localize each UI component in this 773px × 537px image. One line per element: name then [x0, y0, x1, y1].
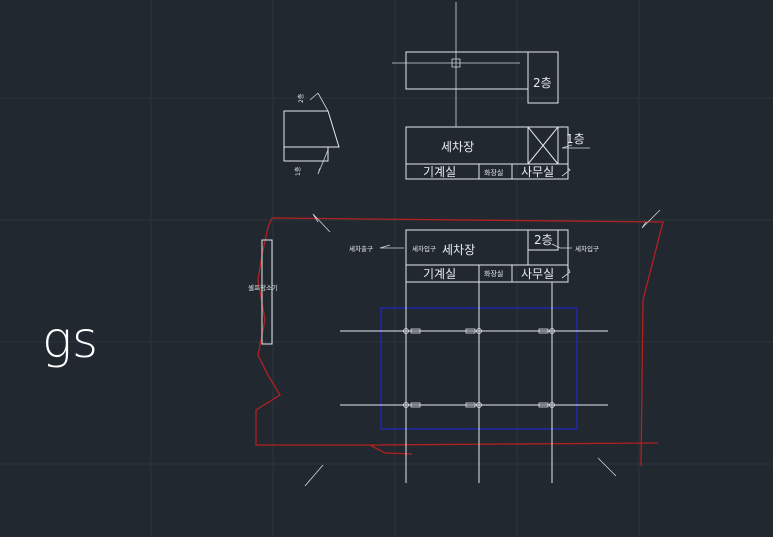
elevation-leader-bottom — [317, 149, 329, 175]
site-machine-room-label: 기계실 — [423, 267, 456, 281]
self-vacuum-label: 셀프청소기 — [248, 283, 278, 292]
floor2-slab — [405, 51, 529, 90]
carwash-label-top: 세차장 — [441, 140, 474, 154]
site-carwash-label: 세차장 — [442, 243, 475, 257]
site-restroom-label: 화장실 — [484, 269, 503, 278]
floor1-leader — [561, 144, 590, 149]
floor1-label: 1층 — [566, 132, 585, 146]
entrance-right-label: 세차입구 — [575, 244, 599, 253]
elevation-outline — [283, 110, 340, 162]
floor2-stair — [527, 51, 559, 104]
entrance-left-label: 세차입구 — [412, 244, 436, 253]
top-building-plan: 2층 세차장 기계실 화장실 사무실 1층 — [392, 2, 590, 180]
office-label-top: 사무실 — [521, 165, 554, 179]
elevation-leader-top — [309, 92, 329, 112]
site-boundary — [255, 217, 664, 467]
site-floor2-box — [527, 229, 559, 251]
restroom-label-top: 화장실 — [484, 168, 503, 177]
door-swing-site — [561, 267, 571, 279]
elevation-bottom-label: 1층 — [294, 166, 302, 176]
site-building-outline — [405, 229, 569, 283]
column-nodes — [403, 328, 555, 408]
site-floor2-label: 2층 — [534, 233, 553, 247]
leader-top-left — [312, 213, 331, 233]
leader-bottom-left — [304, 464, 324, 487]
self-vacuum-unit — [261, 239, 273, 345]
floor1-outline — [405, 126, 569, 180]
gs-watermark-text: gs — [42, 311, 99, 369]
floor2-label: 2층 — [533, 76, 552, 90]
crosshair-pickbox — [451, 58, 461, 68]
exit-label: 세차출구 — [349, 244, 373, 253]
elevation-top-label: 2층 — [297, 93, 305, 103]
stair-box — [527, 126, 559, 165]
site-plan: 2층 세차장 기계실 화장실 사무실 세차입구 세차출구 세차입구 셀프청소기 — [248, 209, 664, 487]
site-office-label: 사무실 — [521, 267, 554, 281]
leader-top-right — [641, 209, 661, 229]
exit-leader — [379, 244, 404, 249]
machine-room-label-top: 기계실 — [423, 165, 456, 179]
entrance-right-leader — [551, 243, 572, 249]
door-swing-top — [561, 167, 571, 177]
side-elevation: 2층 1층 — [283, 92, 340, 176]
leader-bottom-right — [597, 457, 617, 477]
